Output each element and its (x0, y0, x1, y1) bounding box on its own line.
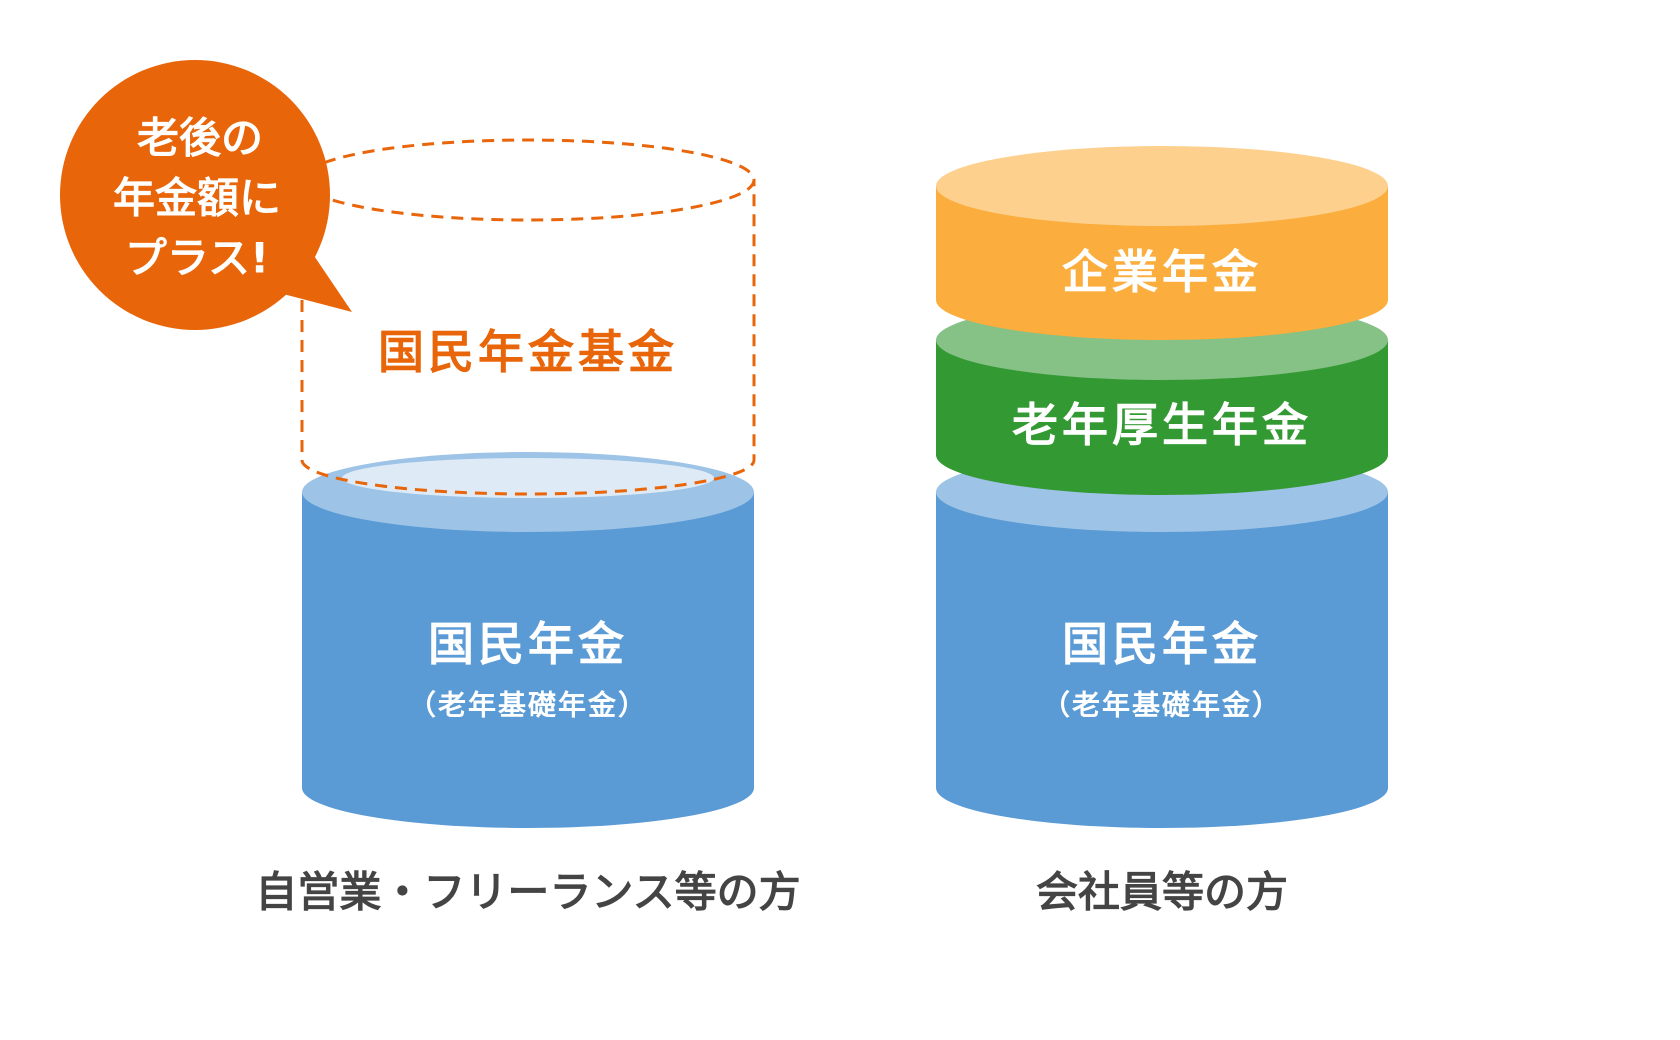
yellow-cylinder-top (936, 146, 1388, 226)
right-stack-caption: 会社員等の方 (1036, 868, 1288, 917)
callout-bubble-circle (60, 60, 330, 330)
right-stack: 国民年金 （老年基礎年金） 老年厚生年金 企業年金 会社員等の方 (936, 146, 1388, 917)
green-cylinder-label: 老年厚生年金 (1012, 398, 1312, 452)
right-base-cylinder-sublabel: （老年基礎年金） (1042, 689, 1282, 722)
left-stack: 国民年金 （老年基礎年金） 国民年金基金 老後の 年金額に プラス! 自営業・フ… (60, 60, 801, 917)
right-base-cylinder-label: 国民年金 (1062, 617, 1262, 671)
right-base-cylinder-body (936, 492, 1388, 828)
left-dashed-cylinder-outline (300, 180, 756, 496)
left-national-pension-fund-cylinder: 国民年金基金 (300, 138, 756, 496)
green-cylinder-body (936, 340, 1388, 495)
left-national-pension-cylinder: 国民年金 （老年基礎年金） (302, 452, 754, 828)
left-stack-caption: 自営業・フリーランス等の方 (255, 868, 800, 917)
left-base-cylinder-top-inner (342, 458, 714, 498)
yellow-cylinder-label: 企業年金 (1062, 245, 1262, 299)
right-national-pension-cylinder: 国民年金 （老年基礎年金） (936, 452, 1388, 828)
left-dashed-cylinder-top (300, 138, 756, 222)
left-base-cylinder-sublabel: （老年基礎年金） (408, 689, 648, 722)
left-base-cylinder-label: 国民年金 (428, 617, 628, 671)
corporate-pension-cylinder: 企業年金 (936, 146, 1388, 340)
callout-bubble: 老後の 年金額に プラス! (60, 60, 352, 330)
callout-bubble-tail (268, 235, 352, 312)
callout-line-2: 年金額に (113, 174, 281, 223)
left-base-cylinder-body (302, 492, 754, 828)
callout-line-3: プラス! (125, 234, 269, 283)
left-dashed-cylinder-label: 国民年金基金 (378, 325, 678, 379)
yellow-cylinder-body (936, 186, 1388, 340)
callout-line-1: 老後の (137, 114, 263, 163)
